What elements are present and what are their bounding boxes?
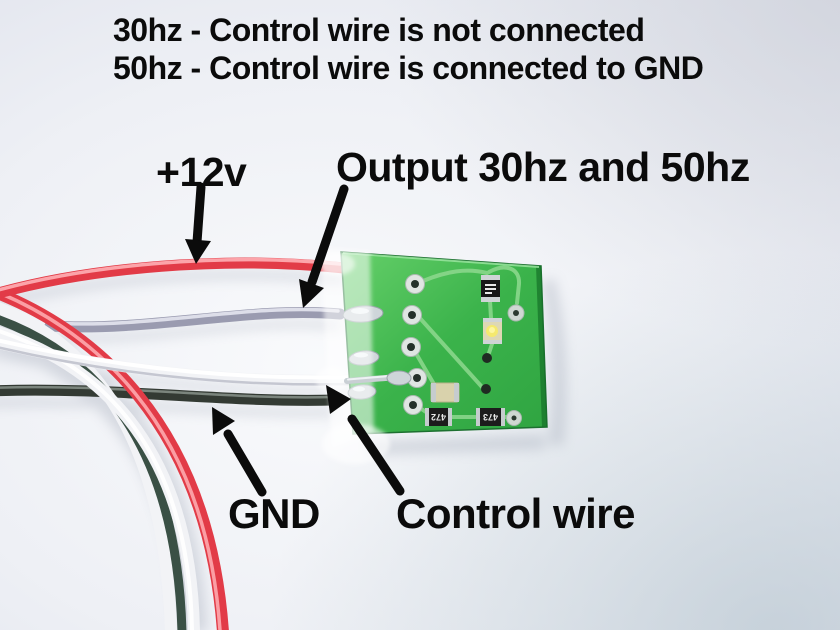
through-hole-pad	[402, 305, 422, 325]
pcb-top-edge-highlight	[342, 252, 540, 268]
arrow-to-gray-output-wire	[299, 184, 349, 308]
via-dot	[481, 384, 491, 394]
through-hole-pad	[506, 410, 522, 426]
smd-resistor-473: 473	[476, 408, 505, 426]
white-control-wire-highlight	[0, 338, 352, 380]
red-power-wire-highlight	[0, 257, 342, 292]
gray-output-wire-highlight	[50, 307, 340, 326]
through-hole-pad	[507, 304, 525, 322]
smd-diode	[430, 382, 460, 403]
arrow-to-white-control-wire	[326, 385, 405, 496]
smd-resistor-top	[481, 275, 500, 302]
through-hole-pad	[405, 274, 425, 294]
white-control-wire-shade	[0, 346, 354, 386]
label-plus-12v: +12v	[156, 149, 247, 195]
arrow-to-black-gnd-wire	[212, 407, 267, 497]
smd-components: 472 473	[425, 275, 505, 426]
smd-led	[483, 318, 502, 344]
gray-output-wire	[44, 307, 346, 333]
wires	[0, 257, 358, 630]
arrow-to-red-power-wire	[185, 182, 211, 264]
caption-line-2: 50hz - Control wire is connected to GND	[113, 50, 704, 86]
annotation-arrows	[185, 182, 405, 497]
through-hole-pads	[401, 274, 525, 426]
smd-resistor-472-marking: 472	[431, 412, 446, 422]
red-loop-wire-highlight	[0, 291, 222, 630]
black-gnd-wire	[0, 384, 340, 406]
label-control-wire: Control wire	[396, 490, 636, 537]
label-gnd: GND	[228, 490, 320, 537]
pcb-right-edge	[536, 266, 547, 427]
smd-resistor-472: 472	[425, 408, 452, 426]
red-power-wire	[0, 257, 350, 299]
caption-line-1: 30hz - Control wire is not connected	[113, 12, 645, 48]
black-gnd-wire-highlight	[0, 385, 334, 399]
label-output-30hz-50hz: Output 30hz and 50hz	[336, 144, 750, 190]
through-hole-pad	[403, 395, 423, 415]
smd-resistor-473-marking: 473	[483, 412, 498, 422]
control-wire-solder-end	[344, 370, 412, 386]
white-control-wire	[0, 338, 358, 386]
through-hole-pad	[401, 337, 421, 357]
via-dot	[482, 353, 492, 363]
